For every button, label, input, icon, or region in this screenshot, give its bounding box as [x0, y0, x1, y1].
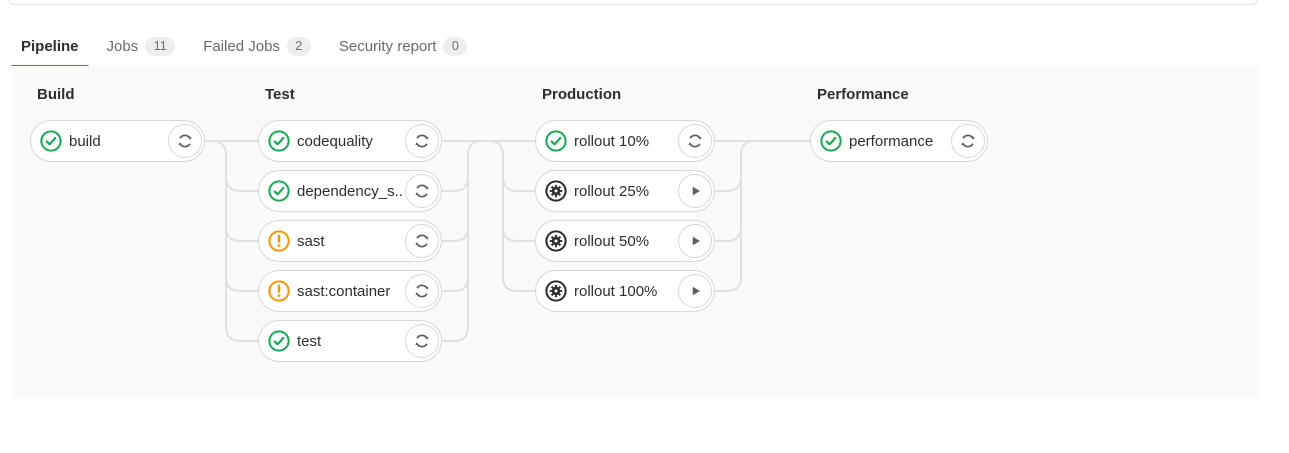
pipeline-tabs: Pipeline Jobs 11 Failed Jobs 2 Security repor… [11, 27, 1259, 68]
retry-button[interactable] [405, 324, 439, 358]
retry-icon [415, 334, 429, 348]
stage-column-production: Production rollout 10% rollout 25% rollo… [535, 66, 715, 398]
job-rollout-25[interactable]: rollout 25% [535, 170, 715, 212]
status-success-icon-wrap [268, 330, 290, 352]
play-button[interactable] [678, 174, 712, 208]
status-manual-icon [545, 180, 567, 202]
status-success-icon-wrap [268, 130, 290, 152]
job-codequality[interactable]: codequality [258, 120, 442, 162]
status-success-icon [40, 130, 62, 152]
job-rollout-100[interactable]: rollout 100% [535, 270, 715, 312]
status-success-icon [820, 130, 842, 152]
job-label: codequality [297, 132, 373, 150]
status-manual-icon-wrap [545, 230, 567, 252]
status-warning-icon [268, 230, 290, 252]
status-success-icon-wrap [40, 130, 62, 152]
job-rollout-10[interactable]: rollout 10% [535, 120, 715, 162]
stage-column-test: Test codequality dependency_s... sast sa… [258, 66, 442, 398]
job-label: rollout 10% [574, 132, 650, 150]
stage-column-performance: Performance performance [810, 66, 988, 398]
play-button[interactable] [678, 224, 712, 258]
stage-header-test: Test [265, 86, 295, 103]
job-label: rollout 100% [574, 282, 658, 300]
tab-count-badge: 0 [443, 37, 468, 56]
status-success-icon [268, 130, 290, 152]
status-warning-icon [268, 280, 290, 302]
status-manual-icon-wrap [545, 280, 567, 302]
retry-button[interactable] [405, 224, 439, 258]
stage-connector-lines [205, 140, 810, 342]
retry-button[interactable] [405, 174, 439, 208]
play-button[interactable] [678, 274, 712, 308]
retry-button[interactable] [168, 124, 202, 158]
job-label: rollout 25% [574, 182, 650, 200]
tab-label: Security report [338, 38, 437, 55]
retry-icon [415, 234, 429, 248]
retry-icon [961, 134, 975, 148]
tab-security-report[interactable]: Security report 0 [329, 27, 478, 66]
job-performance[interactable]: performance [810, 120, 988, 162]
retry-button[interactable] [678, 124, 712, 158]
stage-header-performance: Performance [817, 86, 909, 103]
status-success-icon-wrap [268, 180, 290, 202]
pipeline-graph: Build build Test codequality dependency_… [11, 66, 1259, 398]
status-success-icon-wrap [820, 130, 842, 152]
retry-icon [688, 134, 702, 148]
stage-header-production: Production [542, 86, 622, 103]
job-label: performance [849, 132, 934, 150]
retry-icon [415, 284, 429, 298]
play-icon [692, 186, 700, 196]
status-success-icon-wrap [545, 130, 567, 152]
tab-count-badge: 11 [145, 37, 176, 56]
retry-button[interactable] [405, 274, 439, 308]
job-label: sast:container [297, 282, 391, 300]
tab-label: Pipeline [21, 38, 79, 55]
status-manual-icon [545, 230, 567, 252]
status-success-icon [268, 330, 290, 352]
job-test[interactable]: test [258, 320, 442, 362]
stage-column-build: Build build [30, 66, 205, 398]
status-success-icon [268, 180, 290, 202]
tab-failed-jobs[interactable]: Failed Jobs 2 [193, 27, 321, 66]
job-dependency-s[interactable]: dependency_s... [258, 170, 442, 212]
tab-jobs[interactable]: Jobs 11 [97, 27, 186, 66]
stage-header-build: Build [37, 86, 75, 103]
status-manual-icon [545, 280, 567, 302]
job-build[interactable]: build [30, 120, 205, 162]
job-sast[interactable]: sast [258, 220, 442, 262]
job-label: build [69, 132, 101, 150]
play-icon [692, 236, 700, 246]
tab-label: Jobs [106, 38, 139, 55]
job-label: dependency_s... [297, 182, 403, 200]
play-icon [692, 286, 700, 296]
job-label: rollout 50% [574, 232, 650, 250]
tab-label: Failed Jobs [203, 38, 280, 55]
top-panel-border [8, 0, 1258, 5]
status-warning-icon-wrap [268, 230, 290, 252]
retry-icon [178, 134, 192, 148]
job-label: test [297, 332, 322, 350]
retry-button[interactable] [405, 124, 439, 158]
job-rollout-50[interactable]: rollout 50% [535, 220, 715, 262]
status-success-icon [545, 130, 567, 152]
tab-pipeline[interactable]: Pipeline [11, 27, 89, 68]
status-warning-icon-wrap [268, 280, 290, 302]
job-label: sast [297, 232, 325, 250]
tab-count-badge: 2 [286, 37, 311, 56]
status-manual-icon-wrap [545, 180, 567, 202]
job-sast-container[interactable]: sast:container [258, 270, 442, 312]
retry-icon [415, 184, 429, 198]
retry-button[interactable] [951, 124, 985, 158]
retry-icon [415, 134, 429, 148]
